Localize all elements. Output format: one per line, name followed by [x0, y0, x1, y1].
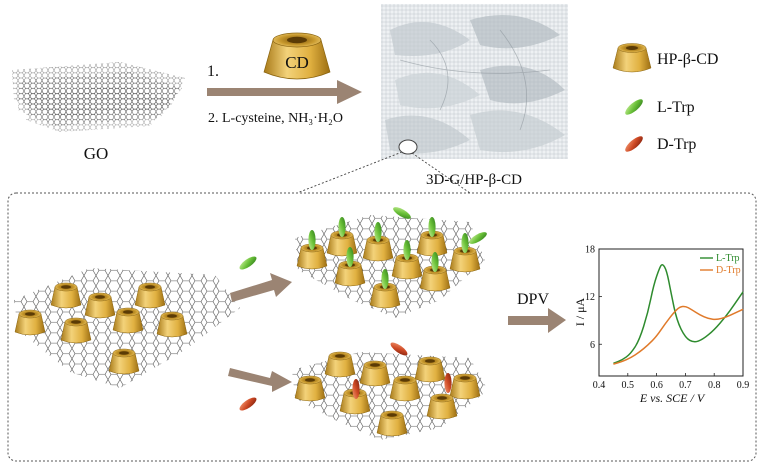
cd-label: CD: [285, 53, 309, 72]
x-tick-label: 0.5: [622, 380, 635, 391]
legend-label-hp-cd: HP-β-CD: [657, 51, 718, 68]
x-tick-label: 0.9: [737, 380, 750, 391]
series-line-l-trp: [613, 263, 744, 365]
detail-frame: [7, 192, 757, 462]
reaction-arrow: [207, 80, 362, 104]
legend-label-l-trp: L-Trp: [657, 99, 695, 116]
chart-legend-label-d-trp: D-Trp: [716, 265, 741, 276]
3d-graphene-sem-image: [381, 4, 568, 159]
go-label: GO: [84, 144, 109, 163]
legend-cup-icon: [612, 43, 652, 73]
zoom-circle: [398, 139, 418, 155]
dpv-label: DPV: [517, 291, 549, 308]
x-tick-label: 0.8: [708, 380, 721, 391]
free-d-trp-molecule: [239, 397, 257, 411]
step2-reagents: 2. L-cysteine, NH₃·H₂O: [208, 111, 343, 126]
chart-x-axis-label: E vs. SCE / V: [639, 391, 706, 405]
dpv-arrow: [508, 308, 566, 333]
chart-series: [613, 263, 744, 365]
x-tick-label: 0.4: [593, 380, 606, 391]
step1-number: 1.: [207, 63, 219, 80]
chart-legend: L-Trp D-Trp: [700, 253, 741, 276]
series-line-d-trp: [613, 305, 744, 365]
chart-plot-frame: [598, 248, 744, 377]
legend: HP-β-CD L-Trp D-Trp: [612, 43, 718, 153]
dpv-chart: 0.4 0.5 0.6 0.7 0.8 0.9 6 12 18 L-Trp D-Trp E vs…: [573, 245, 749, 406]
arrow-to-d-trp: [228, 368, 292, 392]
sheet-with-d-trp: [292, 340, 488, 440]
legend-label-d-trp: D-Trp: [657, 136, 696, 153]
y-tick-label: 6: [590, 340, 595, 351]
graphene-sheet-with-cd: [14, 268, 240, 388]
x-tick-label: 0.6: [650, 380, 663, 391]
y-tick-label: 12: [585, 292, 595, 303]
chart-legend-label-l-trp: L-Trp: [716, 253, 740, 264]
free-l-trp-molecule: [239, 256, 257, 270]
legend-red-ellipse-icon: [625, 136, 643, 152]
product-label: 3D-G/HP-β-CD: [426, 172, 522, 188]
arrow-to-l-trp: [230, 273, 292, 302]
cd-cup-icon: [263, 32, 331, 80]
x-tick-label: 0.7: [679, 380, 692, 391]
sheet-with-l-trp: [295, 204, 489, 318]
chart-ticks: 0.4 0.5 0.6 0.7 0.8 0.9 6 12 18: [585, 245, 749, 392]
legend-green-ellipse-icon: [625, 99, 643, 115]
go-graphene-oxide-sheets: [12, 62, 185, 132]
chart-y-axis-label: I / μA: [573, 297, 587, 326]
zoom-line-left: [296, 151, 403, 194]
y-tick-label: 18: [585, 245, 595, 256]
